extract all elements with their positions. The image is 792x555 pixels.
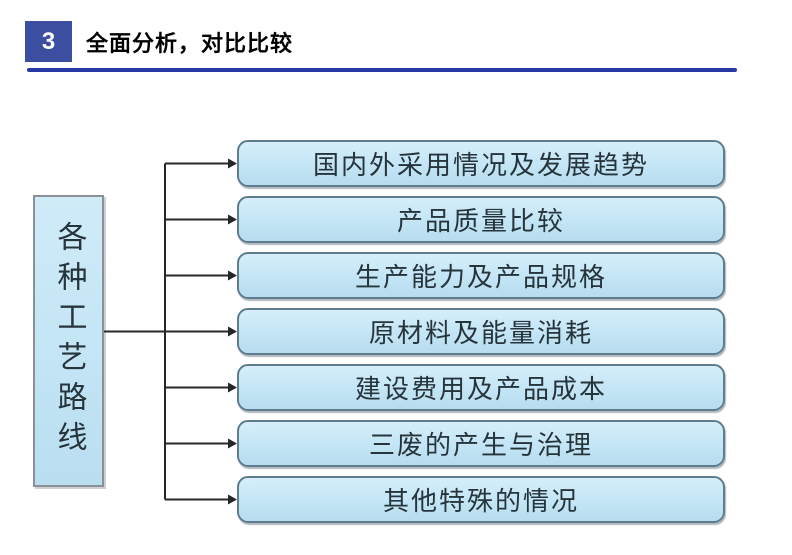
arrowhead-icon — [228, 270, 237, 281]
branch-list: 国内外采用情况及发展趋势 产品质量比较 生产能力及产品规格 原材料及能量消耗 建… — [237, 140, 725, 523]
branch-node: 产品质量比较 — [237, 196, 725, 243]
branch-node: 建设费用及产品成本 — [237, 364, 725, 411]
arrowhead-icon — [228, 158, 237, 169]
branch-node: 生产能力及产品规格 — [237, 252, 725, 299]
root-node: 各种工艺路线 — [33, 195, 104, 487]
arrowhead-icon — [228, 438, 237, 449]
connector-lines — [104, 158, 237, 505]
section-number-badge: 3 — [25, 21, 72, 62]
section-number: 3 — [41, 27, 56, 55]
arrowhead-icon — [228, 494, 237, 505]
root-node-label: 各种工艺路线 — [52, 221, 86, 461]
branch-node: 原材料及能量消耗 — [237, 308, 725, 355]
arrowhead-icon — [228, 382, 237, 393]
arrowhead-icon — [228, 214, 237, 225]
branch-node: 国内外采用情况及发展趋势 — [237, 140, 725, 187]
arrowhead-icon — [228, 326, 237, 337]
slide-title: 全面分析，对比比较 — [86, 30, 294, 56]
branch-node: 三废的产生与治理 — [237, 420, 725, 467]
branch-node: 其他特殊的情况 — [237, 476, 725, 523]
title-underline — [27, 68, 737, 72]
